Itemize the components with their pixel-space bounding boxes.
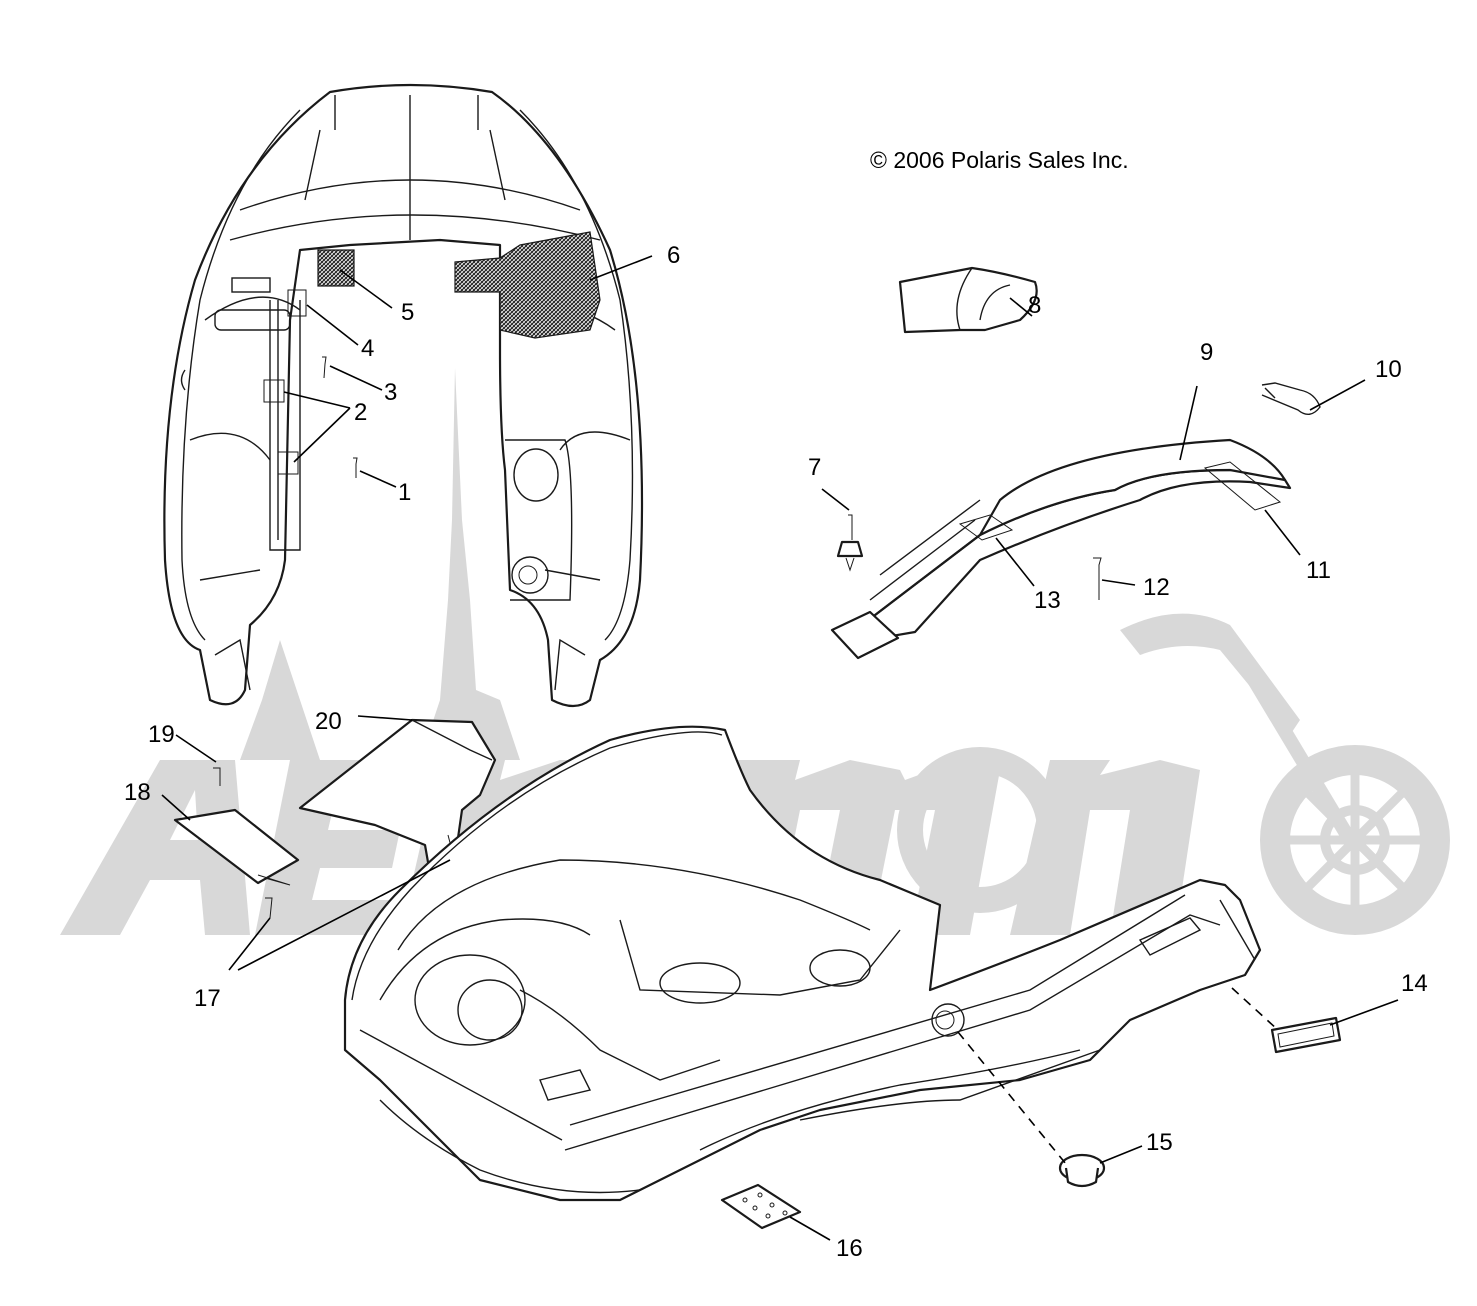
part-16-shape [720,1183,802,1230]
callout-11: 11 [1306,557,1331,584]
part-3-shape [322,356,327,379]
part-7-shape [836,514,864,572]
callout-9: 9 [1200,339,1213,366]
part-13-shape [958,514,1014,541]
part-2-shape-a [263,379,285,403]
part-12-shape [1093,557,1102,600]
callout-19: 19 [148,721,175,748]
callout-15: 15 [1146,1129,1173,1156]
part-10-shape [1261,382,1321,415]
part-15-shape [1058,1153,1106,1188]
hood-outer-view [343,725,1262,1202]
callout-14: 14 [1401,970,1428,997]
part-9-panel [830,438,1292,660]
part-1-shape [353,457,358,478]
callout-1: 1 [398,479,411,506]
callout-17: 17 [194,985,221,1012]
callout-10: 10 [1375,356,1402,383]
callout-5: 5 [401,299,414,326]
callouts: 1 2 3 4 5 6 7 8 9 10 11 12 13 14 15 16 1… [124,242,1428,1262]
part-17-shape [265,897,273,919]
part-4-shape [287,289,307,317]
part-5-shape [317,249,355,287]
part-2-shape-b [277,451,299,475]
callout-18: 18 [124,779,151,806]
callout-7: 7 [808,454,821,481]
callout-16: 16 [836,1235,863,1262]
callout-2: 2 [354,399,367,426]
part-11-shape [1203,461,1282,511]
callout-13: 13 [1034,587,1061,614]
part-18-shape [173,808,300,885]
leader-lines [161,255,1399,1241]
callout-4: 4 [361,335,374,362]
callout-20: 20 [315,708,342,735]
callout-6: 6 [667,242,680,269]
part-6-shape [454,231,601,339]
callout-12: 12 [1143,574,1170,601]
hood-inner-view [163,83,644,708]
part-14-shape [1270,1016,1342,1054]
callout-3: 3 [384,379,397,406]
callout-8: 8 [1028,292,1041,319]
copyright-notice: © 2006 Polaris Sales Inc. [870,147,1129,173]
part-8-shape [898,266,1038,334]
part-19-shape [213,767,221,786]
